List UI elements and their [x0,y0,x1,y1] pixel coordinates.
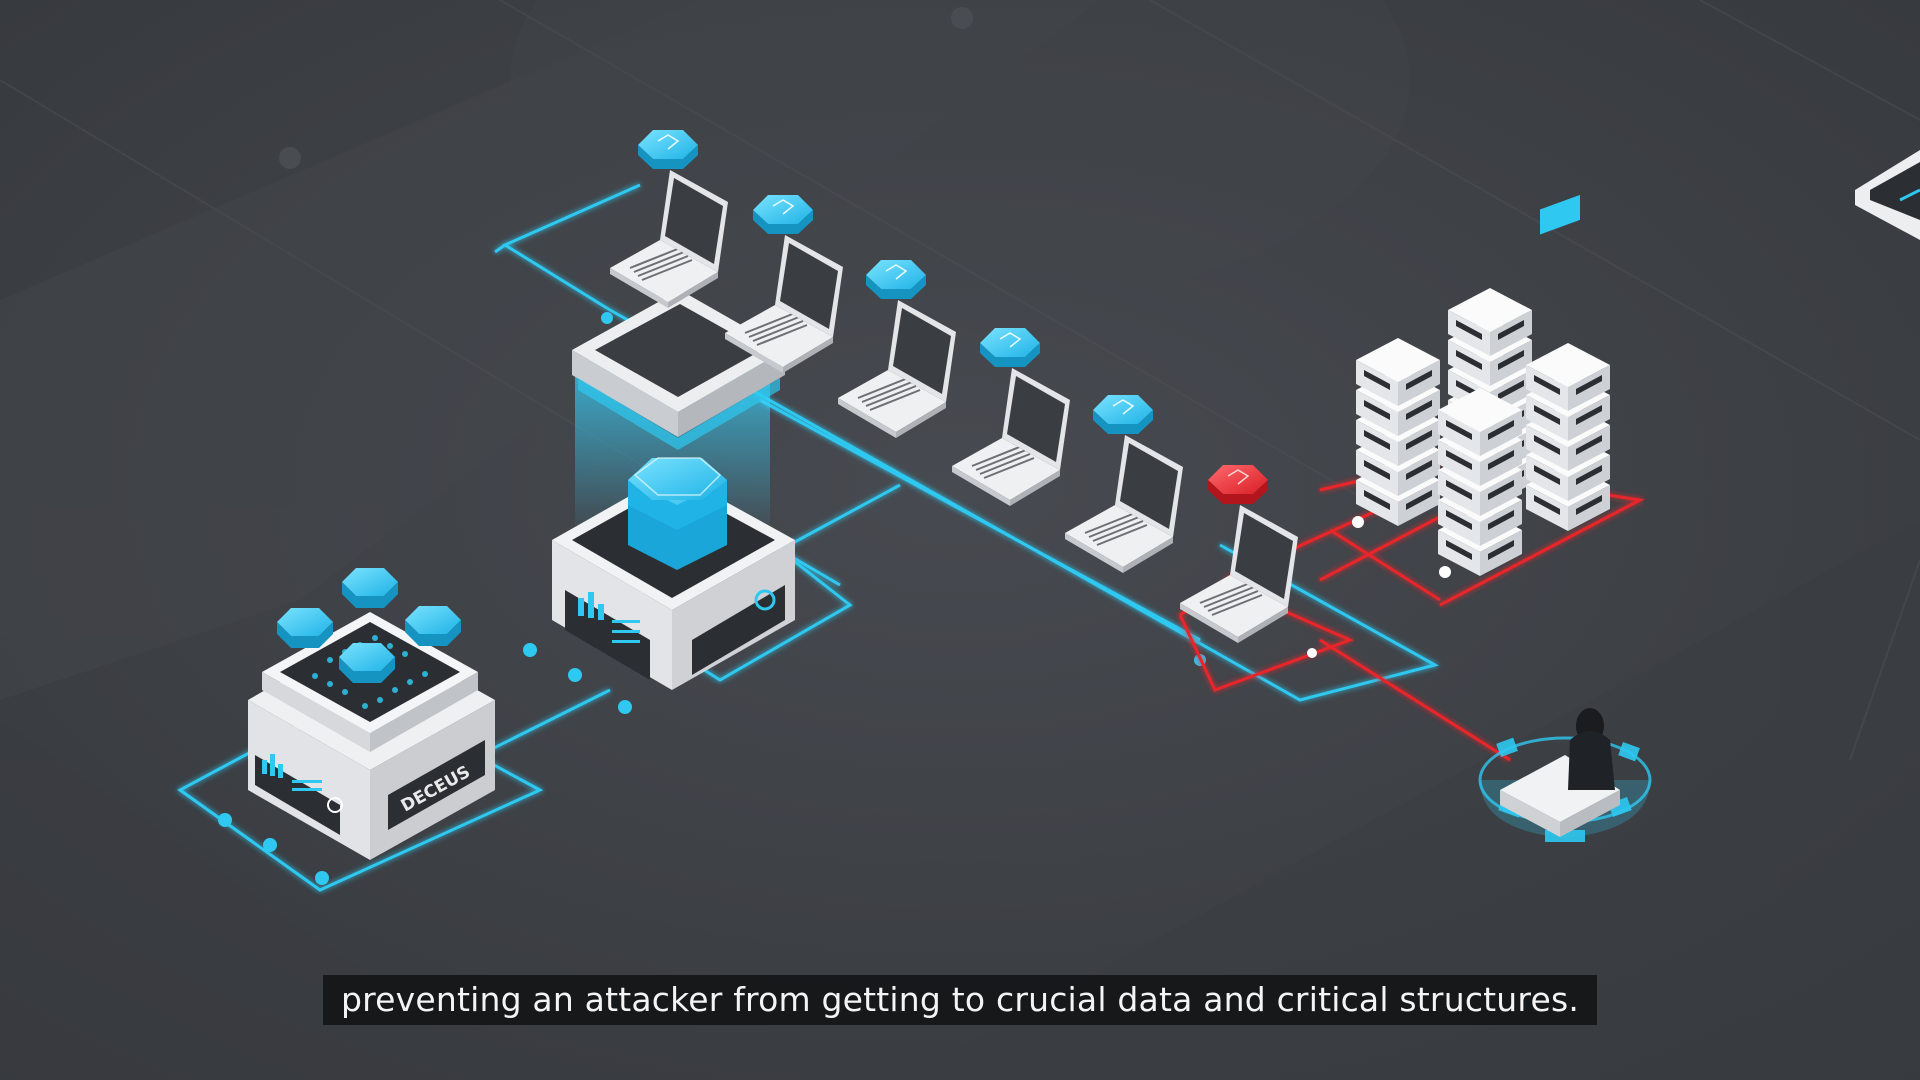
central-server [552,457,795,690]
data-center-racks [1356,288,1610,576]
laptop [1065,395,1183,573]
server-rack-icon [1526,343,1610,531]
hexagon-chip-icon [638,130,698,159]
endpoint-laptops [610,130,1298,643]
laptop [838,260,956,438]
network-switch [572,290,785,525]
compromised-laptop [1180,465,1298,643]
attacker-station [1478,194,1652,842]
laptop [952,328,1070,506]
deceus-appliance: DECEUS [248,568,495,860]
server-rack-icon [1356,338,1440,526]
laptop [725,195,843,373]
laptop [610,130,728,308]
compromised-token-icon [1208,465,1268,494]
hooded-hacker-icon [1540,194,1615,790]
hexagon-chip-icon [866,260,926,289]
hexagon-chip-icon [753,195,813,224]
hexagon-chip-icon [1093,395,1153,424]
decoy-token-cluster [277,568,461,683]
hexagon-chip-icon [980,328,1040,357]
data-core-stack [628,457,727,570]
server-rack-icon [1438,388,1522,576]
offscreen-device [1855,150,1920,240]
